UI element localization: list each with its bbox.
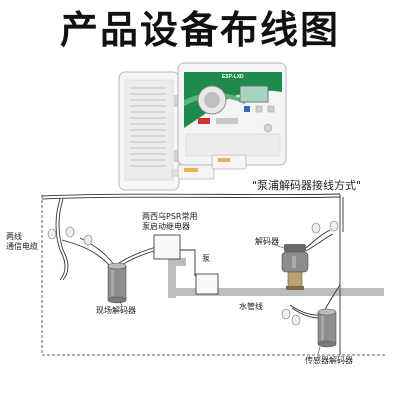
wire-connector	[65, 226, 75, 238]
psr-to-pump-wire	[180, 249, 196, 276]
controller-body: ESP-LXD	[177, 62, 287, 166]
diagram-subtitle: "泵浦解码器接线方式"	[252, 179, 362, 192]
wire-connector	[47, 228, 57, 240]
label-decoder: 解码器	[255, 237, 279, 246]
wire-connector	[329, 220, 339, 232]
water-pipe	[168, 258, 384, 298]
leader-lines	[119, 243, 321, 355]
label-pump: 泵	[202, 254, 210, 263]
label-water-pipe: 水管线	[239, 302, 263, 311]
field-decoder-cylinder	[107, 262, 127, 304]
expansion-module-left	[171, 164, 215, 180]
page-title: 产品设备布线图	[59, 8, 340, 52]
label-two-wire-line1: 两线	[6, 232, 22, 241]
label-psr-line1: 两西乌PSR常用	[142, 212, 198, 221]
boundary-dashed-line	[41, 195, 385, 356]
wire-connector	[83, 234, 93, 246]
controller-door	[118, 71, 180, 191]
wire-connector	[311, 222, 321, 234]
valve-decoder	[281, 244, 309, 290]
pump-box	[195, 273, 219, 295]
controller-brand-label: ESP-LXD	[222, 74, 244, 80]
expansion-module-right	[211, 154, 247, 170]
label-field-decoder: 现场解码器	[96, 306, 136, 315]
wire-connectors	[47, 220, 339, 326]
label-sensor-decoder: 传感器解码器	[305, 356, 353, 365]
wire-connector	[281, 308, 291, 320]
sensor-decoder-cylinder	[317, 308, 337, 348]
psr-relay-box	[153, 234, 181, 260]
wire-connector	[291, 314, 301, 326]
label-psr-line2: 泵启动继电器	[142, 222, 190, 231]
label-two-wire-line2: 通信电缆	[6, 242, 38, 251]
